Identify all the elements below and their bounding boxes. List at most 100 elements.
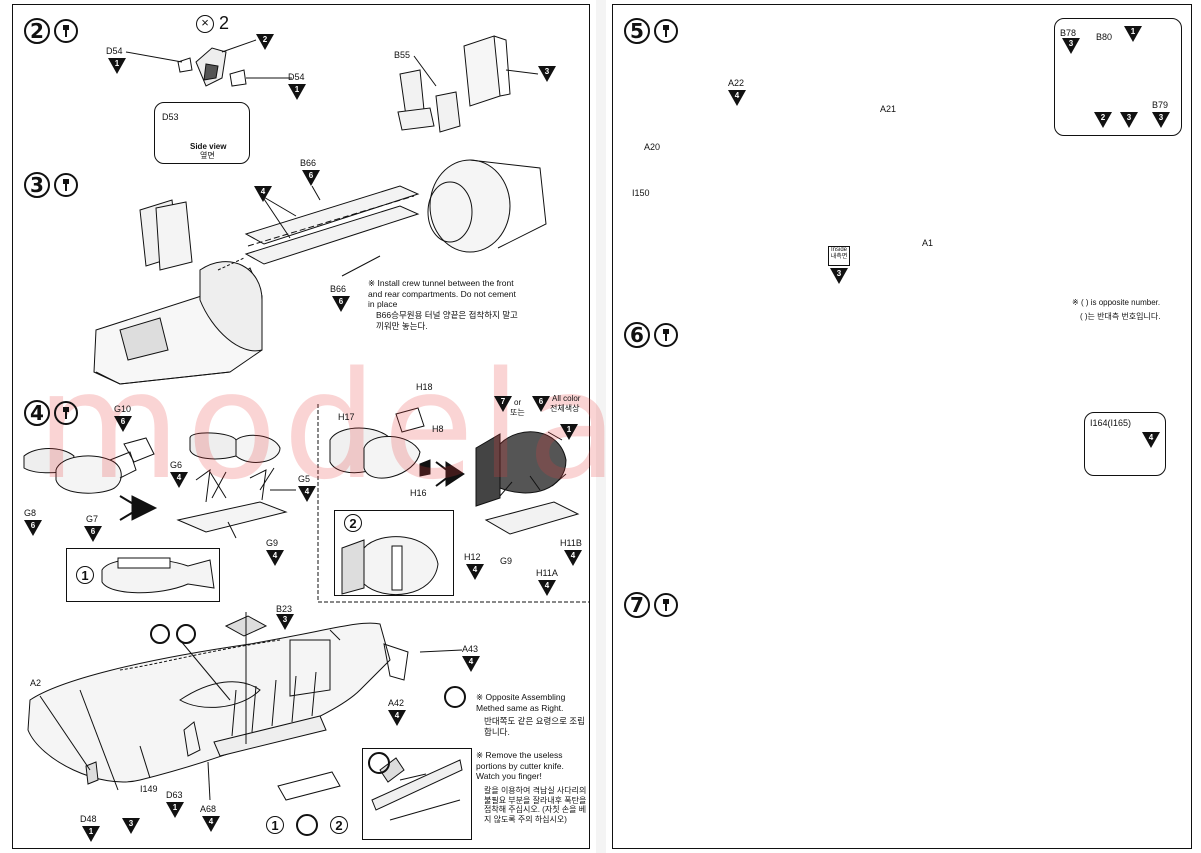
- fat-man-tail: [475, 433, 501, 507]
- part-label-h18: H18: [416, 382, 433, 392]
- part-label-a42: A42: [388, 698, 405, 708]
- light-bulb-icon: [150, 624, 170, 644]
- part-label-a21: A21: [880, 104, 897, 114]
- color-marker: 3: [1062, 38, 1080, 54]
- cut-icon: [296, 814, 318, 836]
- all-color-label-kr: 전체색상: [550, 404, 580, 413]
- part-label-b80: B80: [1096, 32, 1113, 42]
- color-marker: 2: [1094, 112, 1112, 128]
- opposite-number-note: ※ ( ) is opposite number.: [1072, 298, 1161, 307]
- part-label-a68: A68: [200, 804, 217, 814]
- opposite-note-kr: 반대쪽도 같은 요령으로 조립합니다.: [484, 716, 585, 737]
- color-marker: 1: [166, 802, 184, 818]
- part-label-g5: G5: [298, 474, 311, 484]
- part-label-d54-left: D54: [106, 46, 123, 56]
- step-number: 2: [24, 18, 50, 44]
- color-marker: 3: [538, 66, 556, 82]
- color-marker: 2: [256, 34, 274, 50]
- crew-tunnel-note: ※ Install crew tunnel between the front …: [368, 278, 516, 309]
- part-label-d53: D53: [162, 112, 179, 122]
- sub-step-2-box: [334, 510, 454, 596]
- color-marker: 6: [302, 170, 320, 186]
- part-label-a2: A2: [30, 678, 42, 688]
- part-label-b66-bottom: B66: [330, 284, 347, 294]
- part-label-a1: A1: [922, 238, 934, 248]
- part-label-h8: H8: [432, 424, 444, 434]
- all-color-label: All color: [552, 394, 581, 403]
- binding-gutter: [596, 0, 606, 853]
- color-marker: 4: [298, 486, 316, 502]
- opposite-note: ※ Opposite Assembling Methed same as Rig…: [476, 692, 566, 713]
- step-2-header: 2: [24, 18, 78, 44]
- sub-step-1-box: [66, 548, 220, 602]
- d54-left-part: [177, 57, 193, 73]
- color-marker: 4: [564, 550, 582, 566]
- cut-icon: [368, 752, 390, 774]
- color-marker: 4: [388, 710, 406, 726]
- part-label-b78: B78: [1060, 28, 1077, 38]
- part-label-g9: G9: [266, 538, 279, 548]
- glue-icon: [654, 323, 678, 347]
- color-marker: 1: [108, 58, 126, 74]
- part-label-a20: A20: [644, 142, 661, 152]
- part-label-g8: G8: [24, 508, 37, 518]
- step-4-header: 4: [24, 400, 78, 426]
- or-label: or: [514, 398, 522, 407]
- part-label-g7: G7: [86, 514, 99, 524]
- part-label-a22: A22: [728, 78, 745, 88]
- opposite-number-note-kr: ( )는 반대측 번호입니다.: [1080, 312, 1161, 321]
- color-marker: 4: [462, 656, 480, 672]
- crew-tunnel: [244, 185, 420, 245]
- side-view-box: [154, 102, 250, 164]
- color-marker: 3: [276, 614, 294, 630]
- color-marker: 4: [202, 816, 220, 832]
- color-marker: 4: [466, 564, 484, 580]
- d54-right-part: [229, 69, 247, 87]
- remove-note: ※ Remove the useless portions by cutter …: [476, 750, 564, 781]
- color-marker: 1: [560, 424, 578, 440]
- clock-icon: [444, 686, 466, 708]
- color-marker: 6: [114, 416, 132, 432]
- part-label-b79: B79: [1152, 100, 1169, 110]
- part-label-h17: H17: [338, 412, 355, 422]
- side-view-label-kr: 옆면: [200, 151, 215, 160]
- color-marker: 6: [532, 396, 550, 412]
- part-label-d48: D48: [80, 814, 97, 824]
- quantity-mark: × 2: [196, 14, 229, 34]
- part-label-i149: I149: [140, 784, 158, 794]
- color-marker: 3: [830, 268, 848, 284]
- part-label-b55: B55: [394, 50, 411, 60]
- glue-icon: [54, 19, 78, 43]
- fuselage-left-half: [27, 622, 391, 783]
- ladder-a68: [213, 715, 327, 757]
- color-marker: 3: [122, 818, 140, 834]
- step-5-header: 5: [624, 18, 678, 44]
- inside-label-box: Inside 내측면: [828, 246, 850, 266]
- color-marker: 7: [494, 396, 512, 412]
- cutter-detail-box: [362, 748, 472, 840]
- washer-detail-box: [1084, 412, 1166, 476]
- mountain-icon: [176, 624, 196, 644]
- color-marker: 6: [332, 296, 350, 312]
- color-marker: 4: [170, 472, 188, 488]
- color-marker: 4: [728, 90, 746, 106]
- color-marker: 3: [1152, 112, 1170, 128]
- part-label-a43: A43: [462, 644, 479, 654]
- part-label-h16: H16: [410, 488, 427, 498]
- sub-step-number: 2: [330, 816, 348, 834]
- step-6-header: 6: [624, 322, 678, 348]
- detail-inset-box: [1054, 18, 1182, 136]
- part-label-g6: G6: [170, 460, 183, 470]
- part-label-h11a: H11A: [536, 568, 558, 578]
- multiply-icon: ×: [196, 15, 214, 34]
- color-marker: 3: [1120, 112, 1138, 128]
- fat-man-bomb: [499, 431, 567, 494]
- part-label-g10: G10: [114, 404, 132, 414]
- glue-icon: [54, 173, 78, 197]
- color-marker: 1: [82, 826, 100, 842]
- color-marker: 4: [266, 550, 284, 566]
- sub-step-number: 2: [344, 514, 362, 532]
- glue-icon: [54, 401, 78, 425]
- or-label-kr: 또는: [510, 408, 525, 417]
- remove-note-kr: 칼을 이용하여 격납실 사다리의 불필요 부분을 잘라내후 폭탄을 접착해 주십…: [484, 786, 587, 824]
